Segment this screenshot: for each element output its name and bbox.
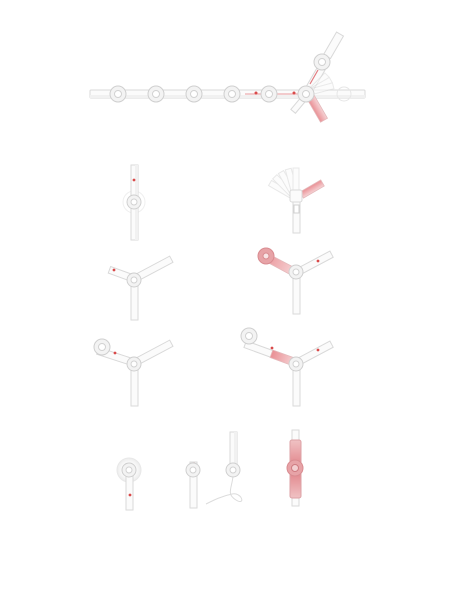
joint-y-branch-red-slider [240, 327, 334, 407]
joint-ring-with-halo [116, 457, 142, 511]
chain-joint [109, 85, 127, 103]
joint-red-sleeve [286, 429, 304, 507]
red-marker [128, 493, 132, 497]
red-marker [113, 351, 117, 355]
left-joint [185, 462, 201, 478]
top-joint [313, 53, 331, 71]
ghost-joint [336, 86, 352, 102]
joint-y-branch-with-ring [93, 338, 174, 407]
red-marker [112, 268, 116, 272]
chain-joint [185, 85, 203, 103]
red-guide [309, 69, 319, 85]
folding-chain-sequence [89, 31, 366, 123]
joint-block [289, 189, 303, 203]
red-marker [292, 91, 296, 95]
left-rod [189, 461, 198, 509]
joint-ring [121, 462, 137, 478]
red-marker [270, 346, 274, 350]
joint-ring [126, 356, 142, 372]
main-joint [297, 85, 315, 103]
joint-ring [288, 356, 304, 372]
chain-joint [260, 85, 278, 103]
joint-ring [288, 264, 304, 280]
joint-ring [126, 272, 142, 288]
joint-fan-motion [267, 167, 325, 234]
red-joint [286, 459, 304, 477]
chain-joint [223, 85, 241, 103]
joint-ring [126, 194, 142, 210]
joint-slot [293, 204, 300, 214]
right-joint [225, 462, 241, 478]
vertical-rod [292, 197, 301, 234]
joint-single-rod [122, 164, 146, 241]
red-marker [132, 178, 136, 182]
upper-arm-tip [322, 31, 345, 60]
end-ring [93, 338, 111, 356]
vertical-rod [292, 273, 301, 315]
chain-joint [147, 85, 165, 103]
right-rod-shade [234, 432, 237, 472]
end-ring [240, 327, 258, 345]
red-marker [316, 348, 320, 352]
joint-y-branch [107, 255, 174, 321]
red-marker [316, 259, 320, 263]
red-end-ring [257, 247, 275, 265]
joint-pair-with-cable [185, 431, 243, 509]
joint-y-branch-red-arm [257, 247, 334, 315]
cable [205, 475, 243, 505]
red-marker [254, 91, 258, 95]
red-arm [299, 179, 325, 199]
